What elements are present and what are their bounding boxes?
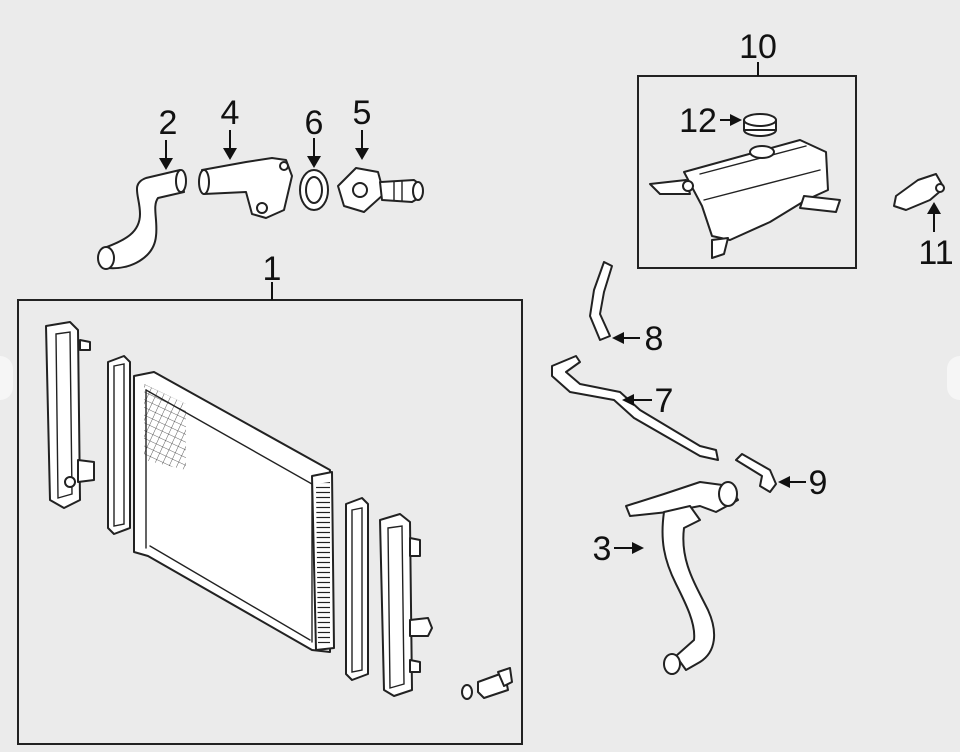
thermostat [337,167,424,213]
callout-11: 11 [918,234,953,272]
radiator-assembly-group [17,299,523,745]
right-tank-gasket [345,497,369,681]
callout-labels: 1 2 3 4 5 6 7 8 9 10 11 12 [159,28,954,568]
left-tank [45,321,95,509]
callout-9: 9 [809,464,828,502]
callout-3: 3 [593,530,612,568]
bypass-pipe [551,355,719,461]
reservoir-frame [637,75,857,269]
carousel-next-edge[interactable] [947,356,960,400]
carousel-prev-edge[interactable] [0,356,13,400]
callout-8: 8 [645,320,664,358]
callout-5: 5 [353,94,372,132]
reservoir-bracket [893,173,945,211]
drain-plug [461,667,513,700]
radiator-core [133,371,335,653]
callout-10: 10 [739,28,777,66]
leader-lines [159,62,941,554]
callout-1: 1 [263,250,282,288]
reservoir-group [637,75,857,269]
reservoir-overflow-hose [589,261,613,341]
callout-12: 12 [679,102,717,140]
callout-7: 7 [655,382,674,420]
coolant-reservoir-tank [649,139,841,259]
reservoir-cap [743,113,777,137]
callout-6: 6 [305,104,324,142]
water-outlet-housing [198,157,293,219]
lower-radiator-hose [625,481,739,675]
right-tank [379,513,433,697]
bypass-hose-short [735,453,777,493]
callout-4: 4 [221,94,240,132]
outlet-gasket-ring [299,169,329,211]
callout-2: 2 [159,104,178,142]
upper-radiator-hose [97,169,187,270]
radiator-assembly-frame [17,299,523,745]
left-tank-gasket [107,355,131,535]
